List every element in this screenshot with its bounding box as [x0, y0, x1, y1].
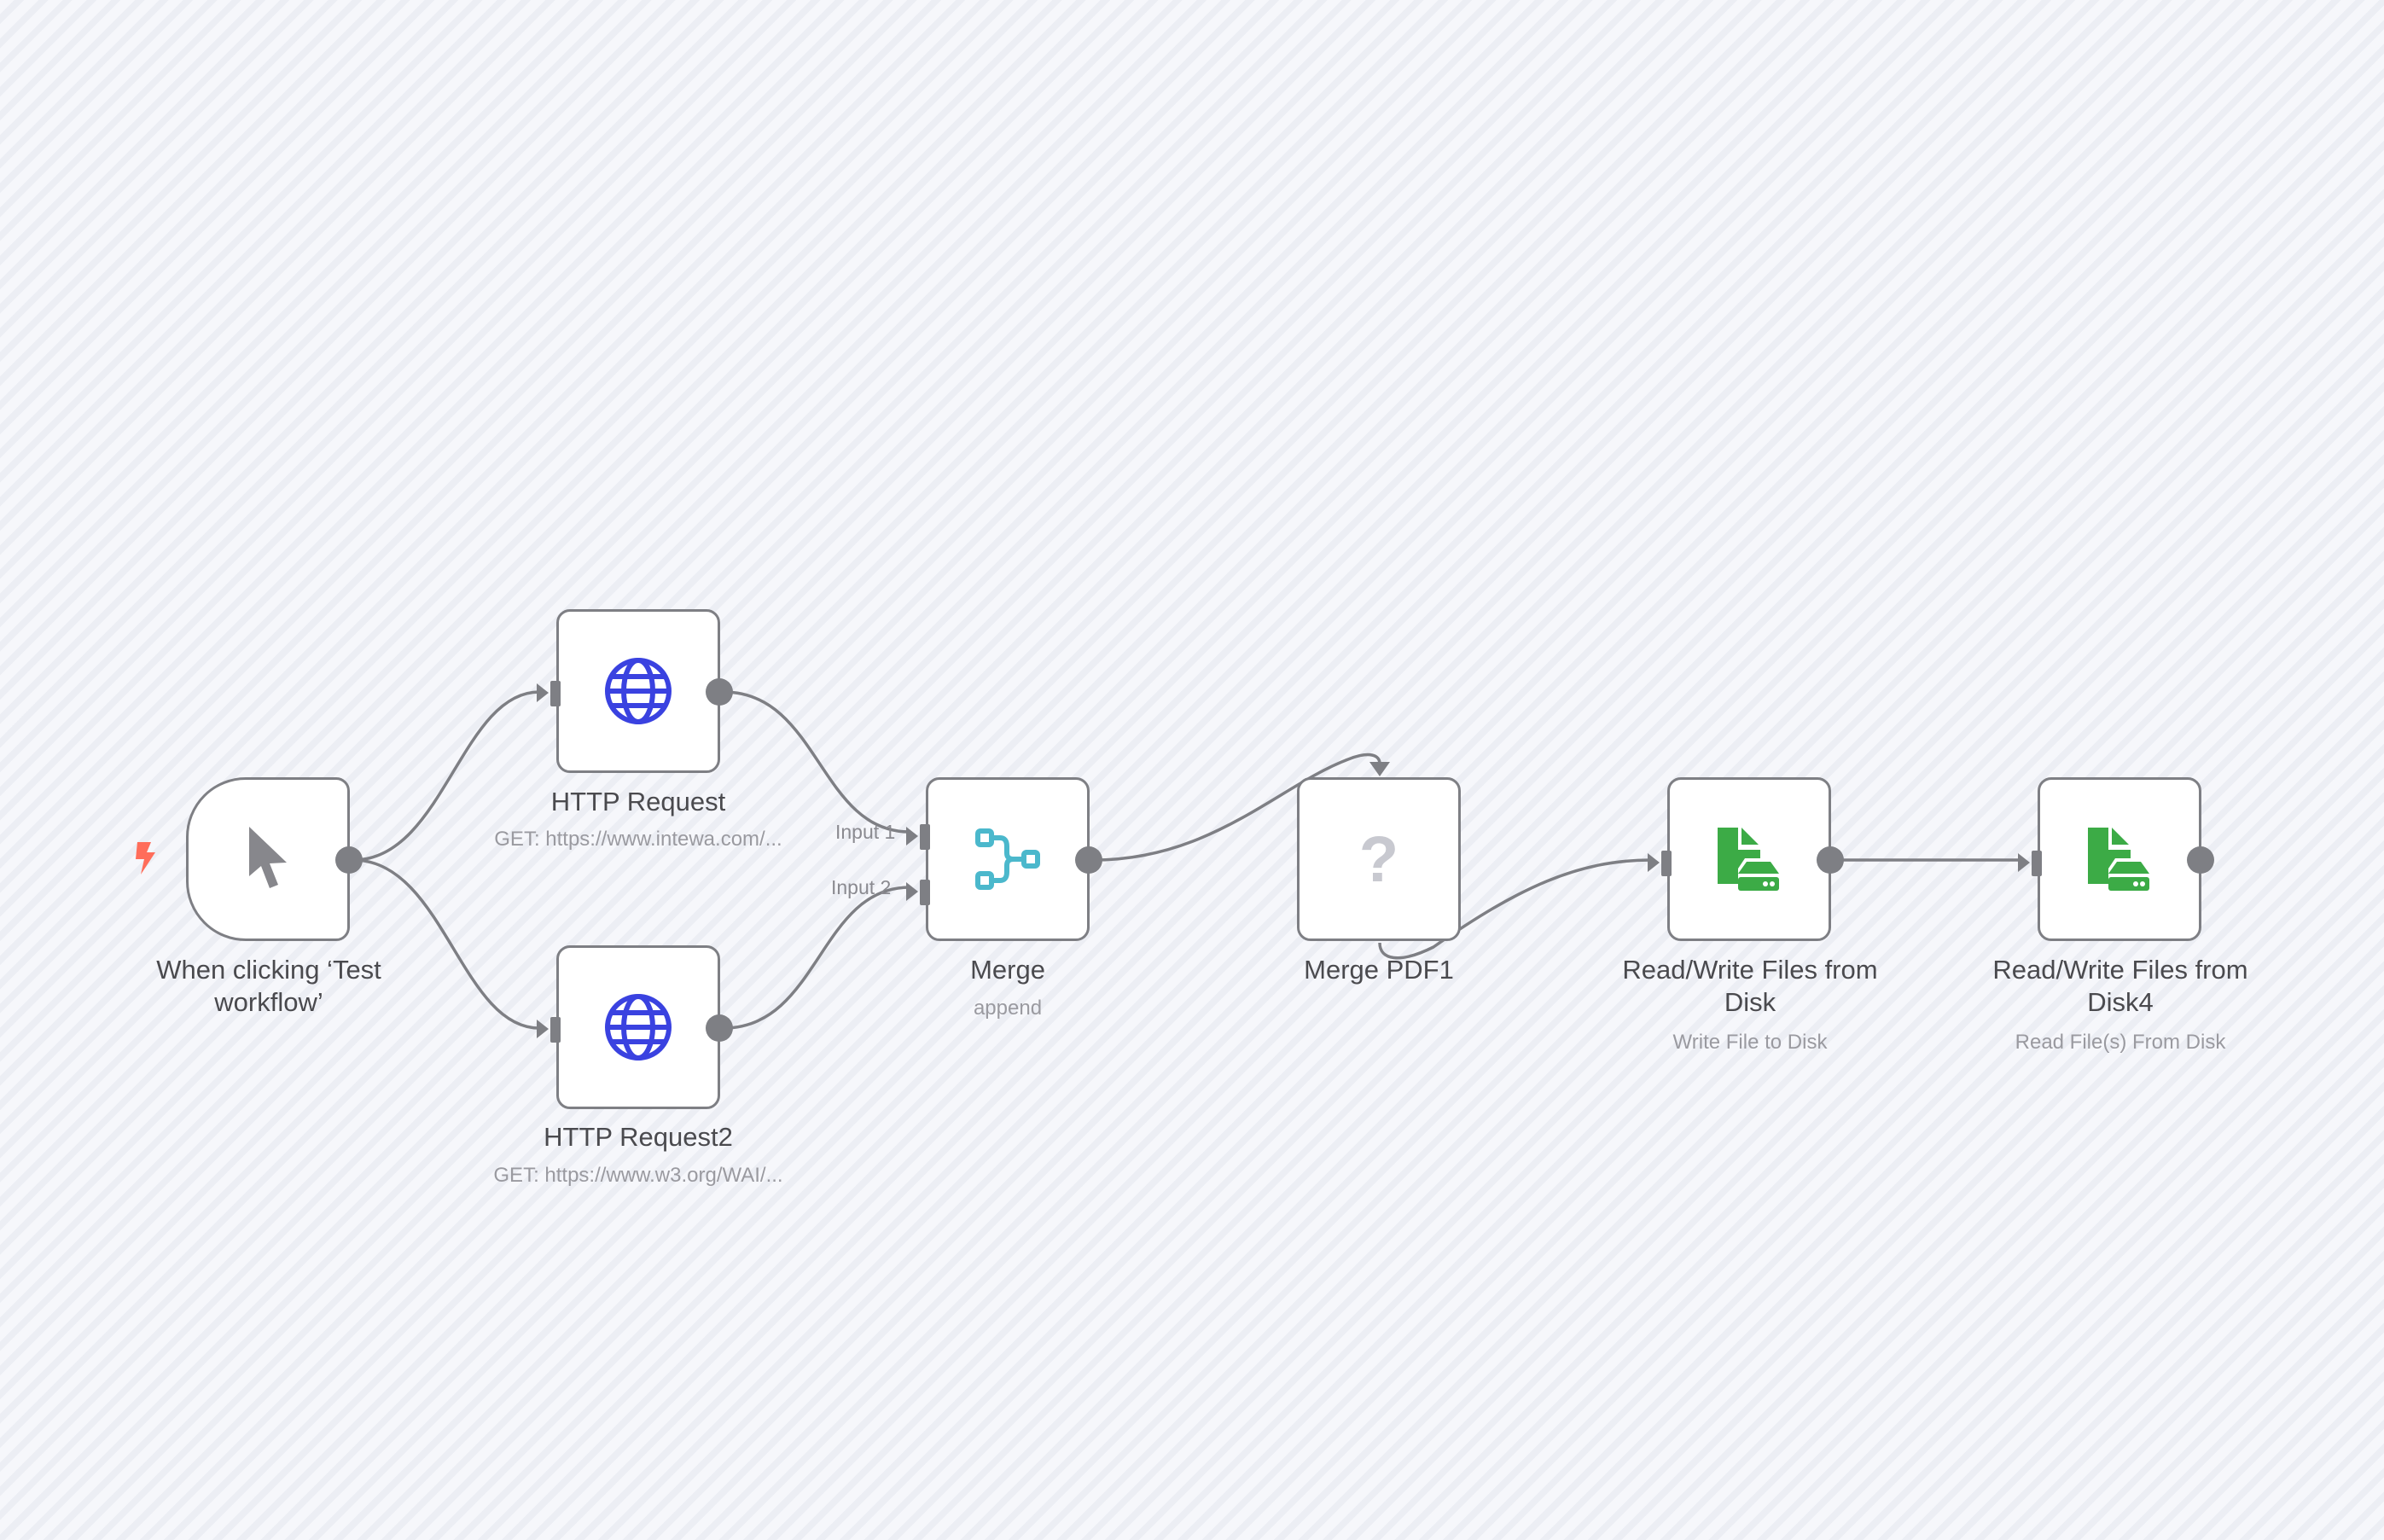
input-handle[interactable] — [2032, 851, 2042, 876]
input-1-handle[interactable] — [920, 824, 930, 850]
node-title: HTTP Request2 — [544, 1122, 733, 1152]
node-title: Read/Write Files from Disk4 — [1992, 955, 2248, 1017]
globe-icon — [603, 992, 673, 1062]
input-handle[interactable] — [1661, 851, 1672, 876]
input-arrow — [2018, 853, 2030, 872]
node-http-request[interactable] — [537, 609, 733, 773]
merge-icon — [973, 824, 1043, 894]
input-arrow — [1648, 853, 1660, 872]
node-subtitle: GET: https://www.w3.org/WAI/... — [493, 1164, 783, 1187]
node-title: When clicking ‘Test workflow’ — [156, 955, 381, 1017]
node-read-write-files-from-disk4[interactable] — [2018, 777, 2214, 941]
input-handle[interactable] — [550, 681, 561, 706]
input-arrow — [537, 1020, 549, 1038]
file-disk-icon — [2085, 824, 2154, 894]
input-arrow — [537, 683, 549, 702]
node-read-write-files-from-disk[interactable] — [1648, 777, 1844, 941]
cursor-icon — [233, 824, 303, 894]
output-handle[interactable] — [706, 1014, 733, 1042]
node-http-request2[interactable] — [537, 945, 733, 1109]
output-handle[interactable] — [1817, 846, 1844, 874]
node-trigger-when-clicking-test-workflow[interactable] — [186, 777, 363, 941]
node-title: Read/Write Files from Disk — [1622, 955, 1878, 1017]
output-handle[interactable] — [706, 678, 733, 706]
input-2-arrow — [906, 882, 918, 901]
output-handle[interactable] — [2187, 846, 2214, 874]
arrowhead-merge-pdf1-input — [1369, 762, 1390, 776]
node-subtitle: GET: https://www.intewa.com/... — [494, 828, 782, 851]
globe-icon — [603, 656, 673, 726]
input-2-label: Input 2 — [831, 876, 892, 898]
node-title: HTTP Request — [550, 787, 726, 816]
file-disk-icon — [1714, 824, 1784, 894]
node-subtitle: Write File to Disk — [1672, 1031, 1828, 1054]
input-1-label: Input 1 — [835, 821, 896, 843]
output-handle[interactable] — [335, 846, 363, 874]
output-handle[interactable] — [1075, 846, 1102, 874]
question-mark-icon: ? — [1358, 822, 1399, 896]
node-subtitle: Read File(s) From Disk — [2015, 1031, 2226, 1054]
input-2-handle[interactable] — [920, 880, 930, 905]
node-subtitle: append — [973, 997, 1043, 1020]
node-merge-pdf1[interactable]: ? — [1297, 777, 1461, 941]
node-title: Merge PDF1 — [1304, 955, 1454, 985]
node-title: Merge — [970, 955, 1045, 985]
node-merge[interactable] — [906, 777, 1102, 941]
input-handle[interactable] — [550, 1017, 561, 1043]
lightning-bolt-icon — [136, 842, 155, 875]
input-1-arrow — [906, 827, 918, 846]
